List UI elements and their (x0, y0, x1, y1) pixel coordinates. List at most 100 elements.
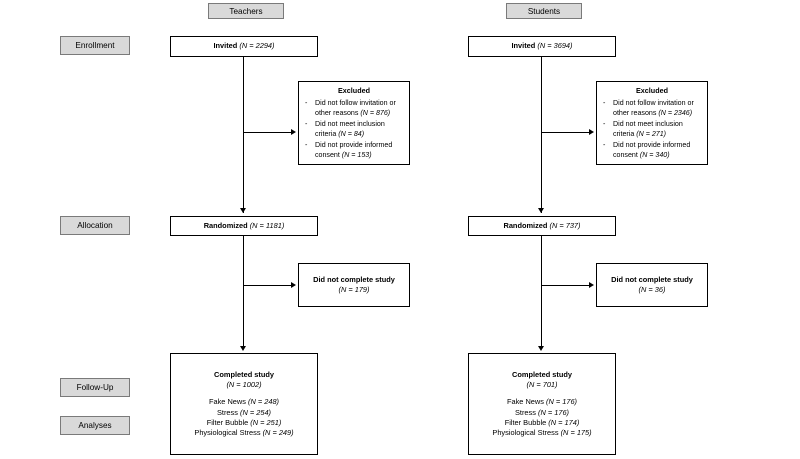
teachers-analysis-label: Fake News (208, 397, 246, 407)
students-randomized-box: Randomized (N = 737) (468, 216, 616, 236)
teachers-excluded-item-n: (N = 876) (360, 109, 391, 118)
teachers-dropout-branch-line (243, 285, 293, 286)
teachers-excluded-item: - Did not meet inclusion criteria (N = 8… (304, 119, 404, 140)
teachers-analysis-n: (N = 251) (250, 417, 282, 427)
teachers-excluded-item: - Did not follow invitation or other rea… (304, 98, 404, 119)
students-invited-n: (N = 3694) (537, 41, 573, 51)
teachers-excluded-item-n: (N = 153) (341, 151, 372, 160)
bullet-dash-icon: - (305, 98, 308, 107)
teachers-excluded-branch-line (243, 132, 293, 133)
teachers-excluded-box: Excluded - Did not follow invitation or … (298, 81, 410, 165)
teachers-analysis-n: (N = 254) (240, 407, 272, 417)
column-header-teachers: Teachers (208, 3, 284, 19)
bullet-dash-icon: - (603, 119, 606, 128)
teachers-randomized-n: (N = 1181) (249, 220, 285, 230)
teachers-excluded-item-text: Did not meet inclusion criteria (315, 119, 385, 139)
students-analysis-n: (N = 175) (560, 427, 592, 437)
bullet-dash-icon: - (603, 98, 606, 107)
teachers-dropout-box: Did not complete study (N = 179) (298, 263, 410, 307)
students-analysis-n: (N = 176) (546, 397, 578, 407)
bullet-dash-icon: - (305, 119, 308, 128)
students-excluded-box: Excluded - Did not follow invitation or … (596, 81, 708, 165)
teachers-completed-box: Completed study (N = 1002) Fake News (N … (170, 353, 318, 455)
column-header-teachers-label: Teachers (229, 6, 263, 16)
teachers-analysis-row: Physiological Stress (N = 249) (171, 428, 317, 438)
students-arrow-to-excluded (589, 129, 594, 135)
teachers-excluded-list: - Did not follow invitation or other rea… (304, 98, 404, 161)
students-analysis-n: (N = 176) (538, 407, 570, 417)
stage-label-allocation-text: Allocation (77, 221, 113, 230)
bullet-dash-icon: - (305, 140, 308, 149)
teachers-analysis-row: Fake News (N = 248) (171, 397, 317, 407)
students-arrow-to-dropout (589, 282, 594, 288)
teachers-analysis-n: (N = 248) (248, 397, 280, 407)
students-analysis-row: Physiological Stress (N = 175) (469, 428, 615, 438)
teachers-invited-box: Invited (N = 2294) (170, 36, 318, 57)
teachers-analysis-label: Filter Bubble (206, 417, 249, 427)
spacer (469, 390, 615, 397)
students-excluded-branch-line (541, 132, 591, 133)
students-invited-box: Invited (N = 3694) (468, 36, 616, 57)
students-analysis-n: (N = 174) (548, 417, 580, 427)
students-randomized-n: (N = 737) (549, 220, 581, 230)
students-dropout-n: (N = 36) (638, 285, 666, 294)
teachers-randomized-box: Randomized (N = 1181) (170, 216, 318, 236)
teachers-trunk-line-1 (243, 57, 244, 213)
teachers-arrow-to-randomized (240, 208, 246, 213)
students-analysis-label: Fake News (506, 397, 544, 407)
students-excluded-item-n: (N = 2346) (658, 109, 693, 118)
students-randomized-title: Randomized (503, 220, 548, 230)
students-dropout-box: Did not complete study (N = 36) (596, 263, 708, 307)
stage-label-enrollment: Enrollment (60, 36, 130, 55)
students-analysis-label: Physiological Stress (492, 427, 559, 437)
teachers-excluded-item-n: (N = 84) (338, 130, 365, 139)
students-dropout-title: Did not complete study (611, 274, 693, 284)
students-excluded-item: - Did not meet inclusion criteria (N = 2… (602, 119, 702, 140)
stage-label-followup-text: Follow-Up (76, 383, 114, 392)
teachers-completed-n: (N = 1002) (226, 380, 262, 390)
teachers-excluded-item-text: Did not provide informed consent (315, 140, 393, 160)
students-excluded-item: - Did not follow invitation or other rea… (602, 98, 702, 119)
students-analysis-label: Stress (514, 407, 536, 417)
students-analysis-label: Filter Bubble (504, 417, 547, 427)
teachers-invited-n: (N = 2294) (239, 41, 275, 51)
students-excluded-item: - Did not provide informed consent (N = … (602, 140, 702, 161)
teachers-excluded-item-text: Did not follow invitation or other reaso… (315, 98, 396, 118)
students-dropout-branch-line (541, 285, 591, 286)
teachers-trunk-line-2 (243, 236, 244, 348)
teachers-analysis-label: Physiological Stress (194, 427, 261, 437)
students-excluded-item-n: (N = 271) (636, 130, 667, 139)
students-completed-box: Completed study (N = 701) Fake News (N =… (468, 353, 616, 455)
teachers-arrow-to-excluded (291, 129, 296, 135)
students-arrow-to-randomized (538, 208, 544, 213)
students-excluded-item-text: Did not follow invitation or other reaso… (613, 98, 694, 118)
teachers-analysis-row: Stress (N = 254) (171, 408, 317, 418)
teachers-excluded-item: - Did not provide informed consent (N = … (304, 140, 404, 161)
students-analysis-row: Fake News (N = 176) (469, 397, 615, 407)
students-completed-title: Completed study (512, 369, 572, 379)
teachers-completed-title: Completed study (214, 369, 274, 379)
stage-label-allocation: Allocation (60, 216, 130, 235)
teachers-invited-title: Invited (213, 41, 238, 51)
students-completed-n: (N = 701) (526, 380, 558, 390)
students-excluded-list: - Did not follow invitation or other rea… (602, 98, 702, 161)
students-arrow-to-completed (538, 346, 544, 351)
column-header-students: Students (506, 3, 582, 19)
teachers-analysis-n: (N = 249) (262, 427, 294, 437)
students-trunk-line-1 (541, 57, 542, 213)
teachers-arrow-to-dropout (291, 282, 296, 288)
teachers-dropout-n: (N = 179) (338, 285, 370, 294)
students-excluded-item-text: Did not provide informed consent (613, 140, 691, 160)
spacer (171, 390, 317, 397)
students-analysis-row: Filter Bubble (N = 174) (469, 418, 615, 428)
teachers-dropout-title: Did not complete study (313, 274, 395, 284)
stage-label-followup: Follow-Up (60, 378, 130, 397)
stage-label-analyses: Analyses (60, 416, 130, 435)
stage-label-enrollment-text: Enrollment (75, 41, 115, 50)
teachers-excluded-title: Excluded (338, 86, 370, 95)
students-excluded-item-n: (N = 340) (639, 151, 670, 160)
stage-label-analyses-text: Analyses (78, 421, 112, 430)
students-excluded-item-text: Did not meet inclusion criteria (613, 119, 683, 139)
column-header-students-label: Students (527, 6, 561, 16)
